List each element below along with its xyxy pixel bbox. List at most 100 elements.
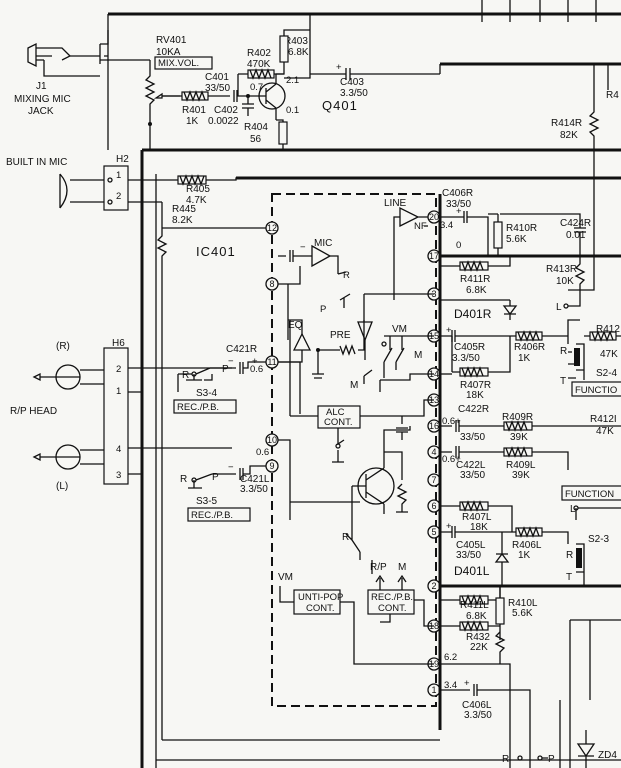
r403: R403 6.8K [276, 14, 311, 79]
r410l-value: 5.6K [512, 608, 533, 619]
r413r-value: 10K [556, 276, 574, 287]
r445: R445 8.2K [156, 202, 272, 740]
volt-06c: 0.6 [250, 364, 263, 375]
s2-4-t: T [560, 376, 566, 387]
s2-3-r: R [566, 550, 573, 561]
c406l-ref: C406L [462, 700, 492, 711]
r410r-ref: R410R [506, 223, 537, 234]
r411l-ref: R411L [460, 600, 489, 611]
q401-ref: Q401 [322, 98, 358, 113]
r407r-value: 18K [466, 390, 484, 401]
s2-4-ref: S2-4 [596, 368, 618, 379]
rp-cont-m: M [398, 562, 406, 573]
h6-pin4: 4 [116, 444, 121, 455]
svg-text:16: 16 [429, 421, 439, 431]
s3-4-name: REC./P.B. [177, 402, 219, 413]
c421l: 0.6 − C421L 3.3/50 [228, 447, 270, 495]
svg-text:12: 12 [267, 223, 277, 233]
svg-text:11: 11 [267, 357, 276, 367]
c422l: 0.6+ C422L 33/50 [440, 446, 504, 481]
r406r: R406R 1K [514, 319, 580, 364]
alc-cont-box [317, 405, 361, 429]
pin-4: 4 [427, 445, 441, 459]
c424r-ref: C424R [560, 218, 591, 229]
pin19-net: 6.2 [440, 652, 511, 768]
volt-06b: 0.6+ [442, 454, 461, 465]
pin-12: 12 [265, 221, 279, 235]
r412r2-value: 47K [596, 426, 614, 437]
zd-label: ZD4 [598, 750, 617, 761]
r406l-value: 1K [518, 550, 531, 561]
s3-5-ref: S3-5 [196, 496, 218, 507]
pin-9: 9 [265, 459, 279, 473]
c401-ref: C401 [205, 72, 229, 83]
h2-pin1: 1 [116, 170, 121, 181]
r412r-value: 47K [600, 349, 618, 360]
s3-4-switch: R P S3-4 REC./P.B. [173, 364, 237, 414]
r412r2: R412I 47K [590, 414, 617, 437]
rp-cont-line2: CONT. [378, 603, 407, 614]
s3-4-r: R [182, 370, 189, 381]
ic-r2-label: R [342, 532, 349, 543]
r407r-ref: R407R [460, 380, 491, 391]
ic-nf-label: NF [414, 221, 427, 232]
function-box: FUNCTION L [561, 485, 621, 520]
r403-value: 6.8K [288, 47, 309, 58]
volt-34: 3.4 [440, 220, 453, 231]
r401: R401 1K [162, 90, 224, 127]
c422r: C422R 0.6+ 33/50 [440, 404, 504, 443]
volt-0: 0 [456, 240, 461, 251]
pin-6: 6 [427, 499, 441, 513]
r401-ref: R401 [182, 105, 206, 116]
pin20-network: 3.4 0 C406R 33/50 + [440, 188, 489, 256]
rp-cont-line1: REC./P.B. [371, 592, 413, 603]
r410r: R410R 5.6K [488, 213, 537, 256]
svg-text:+: + [456, 206, 462, 217]
r407l: R407L 18K [440, 500, 513, 533]
r411r-ref: R411R [460, 274, 490, 285]
anti-pop-vm: VM [278, 572, 293, 583]
function-l: L [570, 504, 576, 515]
jack-j1-ref: J1 [36, 81, 47, 92]
r410l: R410L 5.6K [495, 586, 538, 640]
svg-text:20: 20 [429, 212, 439, 222]
ic-mic-label: MIC [314, 238, 332, 249]
ic-vm-label: VM [392, 324, 407, 335]
anti-pop-box [293, 589, 341, 615]
r403-ref: R403 [284, 36, 308, 47]
s3-4-ref: S3-4 [196, 388, 218, 399]
c403: + C403 3.3/50 [310, 62, 441, 99]
ic-eq-label: EQ [288, 320, 303, 331]
r409l-ref: R409L [506, 460, 536, 471]
h6-pin3: 3 [116, 470, 121, 481]
r409r-ref: R409R [502, 412, 533, 423]
svg-text:6: 6 [431, 501, 436, 511]
c421l-ref: C421L [240, 474, 270, 485]
c422r-value: 33/50 [460, 432, 485, 443]
svg-text:10: 10 [267, 435, 277, 445]
r414r: R414R 82K R4 [551, 64, 619, 291]
c403-value: 3.3/50 [340, 88, 368, 99]
pin-1: 1 [427, 683, 441, 697]
q401-v3: 0.1 [286, 105, 299, 116]
r406l-ref: R406L [512, 540, 542, 551]
svg-text:4: 4 [431, 447, 436, 457]
svg-text:7: 7 [431, 475, 436, 485]
s3-5-name-box [187, 507, 251, 522]
q401-v2: 2.1 [286, 75, 299, 86]
r409r: R409R 39K [502, 412, 621, 443]
d401r-label: D401R [454, 307, 492, 321]
r402-ref: R402 [247, 48, 271, 59]
h6-pin2: 2 [116, 364, 121, 375]
pin-7: 7 [427, 473, 441, 487]
c421l-value: 3.3/50 [240, 484, 268, 495]
r410l-ref: R410L [508, 598, 538, 609]
s3-5-name: REC./P.B. [191, 510, 233, 521]
bottom-right: R P ZD4 [502, 619, 621, 768]
alc-line1: ALC [326, 407, 345, 418]
h2-ref: H2 [116, 154, 129, 165]
rp-cont-rp: R/P [370, 562, 387, 573]
h6-pin1: 1 [116, 386, 121, 397]
r404-ref: R404 [244, 122, 268, 133]
